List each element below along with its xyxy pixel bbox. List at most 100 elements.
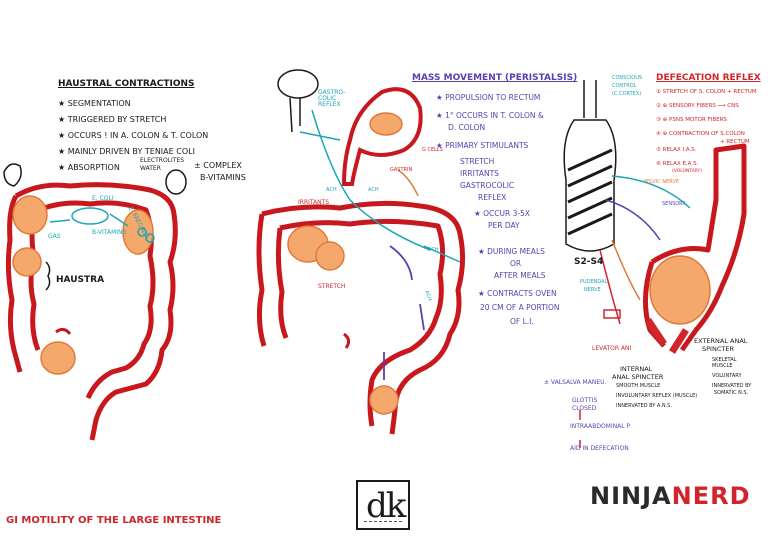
ach-label-2: ACH bbox=[368, 187, 379, 193]
mass-bullet: ★ PROPULSION TO RECTUM bbox=[436, 93, 541, 102]
ext-detail: SKELETAL bbox=[712, 357, 737, 363]
int-detail: INNERVATED BY A.N.S. bbox=[616, 403, 672, 409]
dk-logo-text: dk bbox=[366, 486, 406, 526]
absorption-item: ELECTROLITES bbox=[140, 157, 185, 164]
stimulant-item: GASTROCOLIC bbox=[460, 181, 515, 190]
ninja-nerd-logo-part1: NINJA bbox=[590, 482, 672, 510]
mass-movement-title: MASS MOVEMENT (PERISTALSIS) bbox=[412, 73, 578, 83]
contracts-text: 20 CM OF A PORTION bbox=[480, 303, 560, 312]
left-bacteria bbox=[49, 207, 155, 243]
meals-text: OR bbox=[510, 259, 522, 268]
defecation-step: ⑥ RELAX E.A.S. bbox=[656, 161, 699, 167]
occur-text: ★ OCCUR 3-5X bbox=[474, 209, 530, 218]
gastrin-label: GASTRIN bbox=[390, 167, 413, 173]
haustral-bullet: ★ ABSORPTION bbox=[58, 163, 120, 172]
page-title: GI MOTILITY OF THE LARGE INTESTINE bbox=[6, 515, 222, 526]
defecation-step: ① STRETCH OF S. COLON + RECTUM bbox=[656, 89, 757, 95]
int-detail: SMOOTH MUSCLE bbox=[616, 383, 661, 389]
meals-text: ★ DURING MEALS bbox=[478, 247, 545, 256]
int-detail: INVOLUNTARY REFLEX (MUSCLE) bbox=[616, 393, 698, 399]
haustral-bullet: ★ MAINLY DRIVEN BY TENIAE COLI bbox=[58, 147, 195, 156]
middle-stomach bbox=[341, 87, 423, 186]
bvit-label: B-VITAMINS bbox=[200, 173, 246, 182]
mass-bullet: ★ PRIMARY STIMULANTS bbox=[436, 141, 529, 150]
gastrocolic-label: GASTRO- COLIC REFLEX bbox=[318, 89, 346, 108]
ach-label-3: ACH bbox=[428, 247, 439, 253]
mass-bullet: ★ 1° OCCURS IN T. COLON & bbox=[436, 111, 544, 120]
s2s4-label: S2-S4 bbox=[574, 257, 604, 267]
defecation-step: ⑤ RELAX I.A.S. bbox=[656, 147, 697, 153]
valsalva-text: GLOTTIS bbox=[572, 397, 598, 404]
absorption-item: WATER bbox=[140, 165, 161, 172]
complex-icon bbox=[165, 169, 187, 195]
occur-text: PER DAY bbox=[488, 221, 520, 230]
ext-detail: MUSCLE bbox=[712, 363, 733, 369]
left-colon-outline bbox=[5, 182, 178, 441]
haustral-bullet: ★ OCCURS ! IN A. COLON & T. COLON bbox=[58, 131, 209, 140]
bvitamins-small-label: B-VITAMINS bbox=[92, 229, 127, 236]
ext-detail: SOMATIC N.S. bbox=[714, 390, 749, 396]
meals-text: AFTER MEALS bbox=[494, 271, 546, 280]
defecation-step: ② ⊕ SENSORY FIBERS ⟶ CNS bbox=[656, 103, 739, 109]
external-sphincter-label: EXTERNAL ANAL bbox=[694, 337, 748, 345]
rectum bbox=[642, 143, 747, 352]
internal-sphincter-label: ANAL SPINCTER bbox=[612, 373, 664, 381]
middle-brain bbox=[277, 69, 319, 133]
complex-label: ± COMPLEX bbox=[194, 161, 242, 170]
defecation-step: ④ ⊕ CONTRACTION OF S.COLON bbox=[656, 131, 745, 137]
left-appendix bbox=[55, 327, 72, 335]
dk-logo: dk bbox=[356, 480, 410, 530]
external-sphincter-label: SPINCTER bbox=[702, 345, 734, 353]
ninja-nerd-logo-part2: NERD bbox=[671, 482, 751, 510]
pelvic-nerve-label: PELVIC NERVE bbox=[644, 179, 680, 185]
valsalva-text: ± VALSALVA MANEU. bbox=[544, 379, 607, 386]
middle-orange-segments bbox=[287, 225, 399, 415]
stimulant-item: IRRITANTS bbox=[460, 169, 499, 178]
levator-ani-label: LEVATOR ANI bbox=[592, 345, 632, 352]
conscious-text: CONSCIOUS bbox=[612, 75, 643, 81]
middle-arrows bbox=[383, 245, 425, 380]
rectum-stool bbox=[649, 255, 711, 325]
valsalva-text: AID IN DEFECATION bbox=[570, 445, 629, 452]
gastrin-arrow bbox=[397, 169, 419, 197]
stimulant-item: STRETCH bbox=[460, 157, 495, 166]
gas-label: GAS bbox=[48, 233, 61, 240]
contracts-text: OF L.I. bbox=[510, 317, 534, 326]
irritants-label: IRRITANTS bbox=[298, 199, 330, 206]
conscious-text: CONTROL bbox=[612, 83, 637, 89]
contracts-text: ★ CONTRACTS OVEN bbox=[478, 289, 557, 298]
sensory-label: SENSORY bbox=[662, 201, 686, 207]
stretch-label: STRETCH bbox=[318, 283, 346, 290]
internal-sphincter-label: INTERNAL bbox=[620, 365, 653, 373]
levator-ani-icon bbox=[603, 309, 621, 319]
haustral-title: HAUSTRAL CONTRACTIONS bbox=[58, 79, 195, 89]
ach-label: ACH bbox=[326, 187, 337, 193]
pudendal-label: NERVE bbox=[584, 287, 601, 293]
haustra-bracket bbox=[45, 261, 51, 291]
haustral-bullet: ★ SEGMENTATION bbox=[58, 99, 131, 108]
ext-detail: INNERVATED BY bbox=[712, 383, 752, 389]
conscious-text: (C.CORTEX) bbox=[612, 91, 642, 97]
pudendal-label: PUDENDAL bbox=[580, 279, 608, 285]
ext-detail: VOLUNTARY bbox=[712, 373, 742, 379]
gcells-label: G CELLS bbox=[422, 147, 443, 153]
left-small-stomach bbox=[3, 163, 22, 187]
haustra-label: HAUSTRA bbox=[56, 275, 105, 285]
mass-bullet: D. COLON bbox=[448, 123, 486, 132]
defecation-step: ③ ⊕ PSNS MOTOR FIBERS bbox=[656, 117, 727, 123]
valsalva-text: INTRAABDOMINAL P bbox=[570, 423, 631, 430]
ecoli-label: E. COLI bbox=[92, 195, 114, 202]
spinal-cord bbox=[563, 80, 617, 252]
anal-sphincters bbox=[645, 318, 689, 354]
middle-nerves bbox=[299, 109, 461, 263]
middle-appendix bbox=[343, 332, 351, 349]
defecation-step: + RECTUM bbox=[720, 139, 750, 145]
valsalva-text: CLOSED bbox=[572, 405, 597, 412]
defecation-title: DEFECATION REFLEX bbox=[656, 73, 761, 83]
haustral-bullet: ★ TRIGGERED BY STRETCH bbox=[58, 115, 167, 124]
stomach-food bbox=[369, 112, 403, 136]
stimulant-item: REFLEX bbox=[478, 193, 507, 202]
defecation-step: (VOLUNTARY) bbox=[672, 169, 703, 174]
ninja-nerd-logo: NINJANERD bbox=[590, 482, 751, 510]
